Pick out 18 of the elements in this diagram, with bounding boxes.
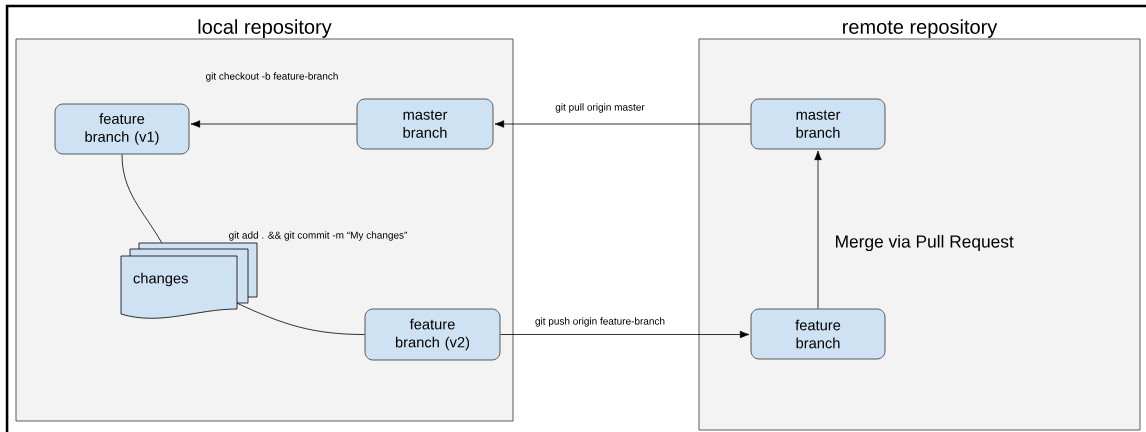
- arrow: [500, 330, 750, 339]
- command-label: git add . && git commit -m “My changes”: [229, 231, 407, 241]
- node-label: local repository: [198, 19, 332, 38]
- edge-label: git checkout -b feature-branch: [206, 72, 338, 82]
- branch-box: master branch: [750, 98, 886, 150]
- branch-box: feature branch: [750, 308, 886, 360]
- document-stack: changes: [120, 242, 258, 319]
- connector-line: [236, 302, 365, 335]
- edge-label: Merge via Pull Request: [836, 234, 1014, 252]
- arrow: [494, 120, 751, 128]
- branch-box: master branch: [356, 98, 494, 150]
- edge-label: git push origin feature-branch: [535, 317, 665, 327]
- arrow: [190, 120, 357, 128]
- branch-box: feature branch (v1): [54, 103, 190, 155]
- branch-box: feature branch (v2): [364, 308, 501, 361]
- node-label: remote repository: [843, 19, 998, 38]
- arrow: [814, 150, 822, 309]
- edge-label: git pull origin master: [555, 103, 645, 113]
